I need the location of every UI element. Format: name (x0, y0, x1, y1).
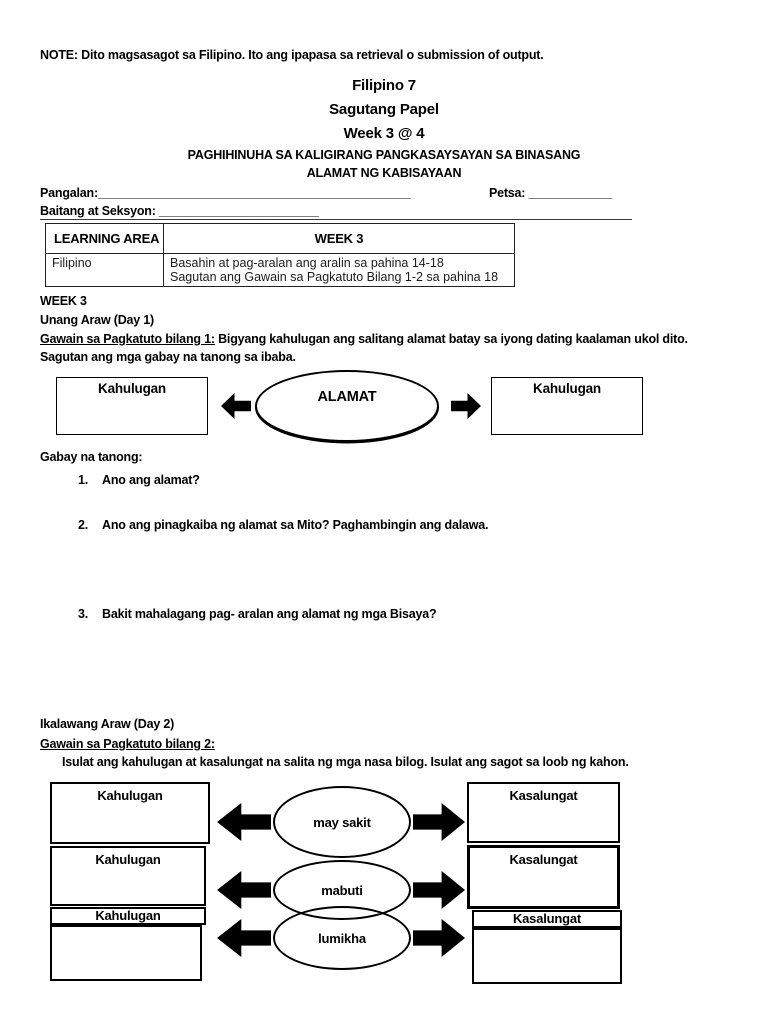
alamat-ellipse: ALAMAT (255, 370, 439, 442)
kahulugan-strip-3: Kahulugan (50, 907, 206, 925)
task-line-1: Basahin at pag-aralan ang aralin sa pahi… (170, 256, 444, 270)
left-arrow-icon (217, 919, 271, 957)
question-number: 3. (77, 607, 88, 621)
learning-area-header: LEARNING AREA (45, 223, 164, 254)
section-field-label: Baitang at Seksyon: (40, 204, 156, 218)
concept-map-synonyms: Kahulugan Kahulugan Kahulugan may sakit … (45, 774, 728, 988)
guide-questions-label: Gabay na tanong: (40, 450, 143, 464)
left-arrow-icon (217, 871, 271, 909)
page-subtitle-paper: Sagutang Papel (329, 101, 439, 118)
kasalungat-box-2: Kasalungat (467, 845, 620, 909)
left-arrow-icon (221, 393, 251, 419)
name-field: Pangalan:_______________________________… (40, 186, 411, 200)
lesson-title-line-1: PAGHIHINUHA SA KALIGIRANG PANGKASAYSAYAN… (187, 148, 581, 162)
right-arrow-icon (451, 393, 481, 419)
question-item-2: 2. Ano ang pinagkaiba ng alamat sa Mito?… (40, 518, 728, 532)
kahulugan-box-right: Kahulugan (491, 377, 643, 435)
lesson-title-line-2: ALAMAT NG KABISAYAAN (306, 166, 462, 180)
right-arrow-icon (413, 803, 465, 841)
task-line-2: Sagutan ang Gawain sa Pagkatuto Bilang 1… (170, 270, 499, 284)
kahulugan-box-2: Kahulugan (50, 846, 206, 906)
right-arrow-icon (413, 919, 465, 957)
question-number: 2. (77, 518, 88, 532)
page-title: Filipino 7 (352, 77, 416, 94)
kasalungat-box-3 (472, 928, 622, 984)
right-arrow-icon (413, 871, 465, 909)
title-block: Filipino 7 Sagutang Papel Week 3 @ 4 PAG… (40, 74, 728, 182)
tasks-cell: Basahin at pag-aralan ang aralin sa pahi… (163, 253, 515, 287)
learning-area-table: LEARNING AREA WEEK 3 Filipino Basahin at… (45, 223, 515, 287)
week3-heading: WEEK 3 (40, 294, 87, 308)
name-field-blank: ________________________________________… (97, 186, 411, 200)
lumikha-ellipse: lumikha (273, 906, 411, 970)
page-week-label: Week 3 @ 4 (343, 125, 425, 142)
kahulugan-box-1: Kahulugan (50, 782, 210, 844)
name-field-label: Pangalan: (40, 186, 98, 200)
question-number: 1. (77, 473, 88, 487)
section-underline (40, 219, 632, 220)
kahulugan-box-3 (50, 925, 202, 981)
section-field-blank: _______________________ (158, 204, 319, 218)
kahulugan-box-left: Kahulugan (56, 377, 208, 435)
day1-heading: Unang Araw (Day 1) (40, 313, 155, 327)
question-item-1: 1. Ano ang alamat? (40, 473, 728, 487)
kasalungat-strip-3: Kasalungat (472, 910, 622, 928)
activity1-label: Gawain sa Pagkatuto bilang 1: (40, 332, 215, 346)
question-item-3: 3. Bakit mahalagang pag- aralan ang alam… (40, 607, 728, 621)
table-header-row: LEARNING AREA WEEK 3 (45, 223, 515, 254)
name-date-row: Pangalan:_______________________________… (40, 186, 728, 200)
subject-cell: Filipino (45, 253, 164, 287)
activity2-label: Gawain sa Pagkatuto bilang 2: (40, 737, 215, 751)
question-text: Bakit mahalagang pag- aralan ang alamat … (102, 607, 437, 621)
activity1-instruction-2: Sagutan ang mga gabay na tanong sa ibaba… (40, 350, 296, 364)
kasalungat-box-1: Kasalungat (467, 782, 620, 843)
concept-map-alamat: Kahulugan ALAMAT Kahulugan (56, 370, 728, 442)
question-text: Ano ang alamat? (102, 473, 200, 487)
question-text: Ano ang pinagkaiba ng alamat sa Mito? Pa… (102, 518, 489, 532)
activity1-line: Gawain sa Pagkatuto bilang 1: Bigyang ka… (40, 332, 728, 346)
table-row: Filipino Basahin at pag-aralan ang arali… (45, 253, 515, 287)
date-field: Petsa: ____________ (489, 186, 612, 200)
date-field-label: Petsa: (488, 186, 526, 200)
activity2-instruction: Isulat ang kahulugan at kasalungat na sa… (62, 755, 629, 769)
left-arrow-icon (217, 803, 271, 841)
week3-header: WEEK 3 (163, 223, 515, 254)
section-row: Baitang at Seksyon: ____________________… (40, 204, 728, 218)
date-field-blank: ____________ (528, 186, 612, 200)
day2-heading: Ikalawang Araw (Day 2) (40, 717, 175, 731)
may-sakit-ellipse: may sakit (273, 786, 411, 858)
activity1-instruction: Bigyang kahulugan ang salitang alamat ba… (218, 332, 688, 346)
note-text: NOTE: Dito magsasagot sa Filipino. Ito a… (40, 48, 544, 62)
